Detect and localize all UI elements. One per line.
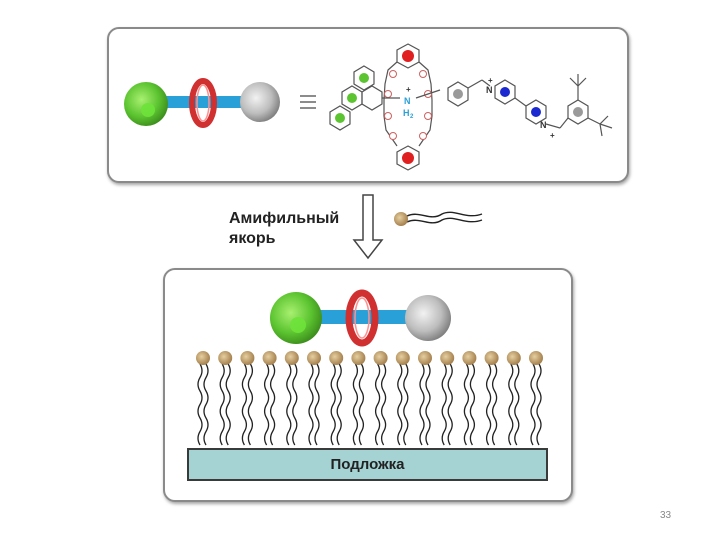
lipid-tail: [441, 363, 447, 446]
lipid-head: [418, 351, 432, 365]
lipid-head: [307, 351, 321, 365]
svg-text:+: +: [406, 85, 411, 94]
lipid-tail: [314, 363, 320, 446]
lipid-molecule: [462, 351, 477, 446]
lipid-head: [395, 351, 410, 365]
lipid-tail: [308, 363, 314, 446]
amphiphilic-anchor-label: Амифильный якорь: [229, 210, 340, 247]
lipid-molecule: [373, 351, 388, 446]
lipid-tail: [336, 363, 342, 446]
lipid-tail: [269, 363, 276, 446]
svg-text:+: +: [550, 131, 555, 140]
lipid-tail: [241, 363, 248, 446]
page-number: 33: [660, 510, 672, 521]
lipid-head: [218, 351, 233, 365]
lipid-tail: [286, 363, 292, 446]
lipid-tail: [491, 363, 498, 446]
lipid-tail: [514, 363, 520, 446]
lipid-tail: [397, 363, 403, 446]
lipid-head: [329, 351, 344, 365]
rotaxane-cartoon: [124, 78, 280, 128]
lipid-molecule: [284, 351, 299, 446]
lipid-molecule: [351, 351, 366, 446]
axle: [300, 310, 435, 324]
lipid-tail: [219, 363, 225, 446]
lipid-tail: [330, 363, 336, 446]
axle: [140, 96, 265, 108]
lipid-molecule: [440, 351, 455, 446]
lipid-head: [351, 351, 366, 365]
macrocycle-ring: [189, 78, 217, 128]
lipid-tail: [380, 363, 387, 446]
lipid-head: [484, 351, 499, 365]
lipid-tail: [485, 363, 492, 446]
lipid-molecule: [418, 351, 432, 446]
equivalence-sign: [300, 95, 316, 109]
lipid-head: [262, 351, 277, 365]
lipid-molecule: [506, 351, 521, 446]
lipid-head: [373, 351, 388, 365]
lipid-tail: [374, 363, 381, 446]
amine-h2-label: H: [403, 108, 410, 118]
lipid-head: [196, 351, 210, 365]
lipid-tail: [469, 363, 476, 446]
lipid-tail: [425, 363, 431, 446]
surface-rotaxane-cartoon: [270, 289, 451, 347]
lipid-molecule: [307, 351, 321, 446]
amine-subscript-label: 2: [410, 114, 414, 120]
lipid-molecule: [196, 351, 210, 446]
lipid-tail: [247, 363, 254, 446]
lipid-molecule: [218, 351, 233, 446]
gray-stopper: [240, 82, 280, 122]
lipid-tail: [536, 363, 542, 446]
pyridinium-n-label-1: N: [486, 85, 493, 95]
lipid-tail: [352, 363, 359, 446]
lipid-molecule: [329, 351, 344, 446]
lipid-head: [440, 351, 455, 365]
lipid-molecule: [484, 351, 499, 446]
lipid-head: [240, 351, 255, 365]
svg-text:+: +: [488, 76, 493, 85]
chemical-labels: N H 2 + N + N +: [403, 76, 555, 140]
macrocycle-ring: [345, 289, 379, 347]
lipid-head: [506, 351, 521, 365]
substrate-layer: Подложка: [187, 448, 548, 481]
lipid-tail: [508, 363, 514, 446]
lipid-tail: [358, 363, 365, 446]
lipid-tail: [530, 363, 536, 446]
lipid-tail: [447, 363, 453, 446]
lipid-tail: [419, 363, 425, 446]
lipid-head: [529, 351, 543, 365]
gray-stopper: [405, 295, 451, 341]
lipid-tail: [197, 363, 203, 446]
lipid-molecule: [529, 351, 543, 446]
lipid-molecule: [262, 351, 277, 446]
amine-n-label: N: [404, 96, 411, 106]
lipid-tail: [203, 363, 209, 446]
lipid-head: [284, 351, 299, 365]
lipid-head: [462, 351, 477, 365]
lipid-tail: [403, 363, 409, 446]
pyridinium-n-label-2: N: [540, 120, 547, 130]
down-arrow: [352, 194, 384, 260]
lipid-molecule: [395, 351, 410, 446]
lipid-tail: [463, 363, 470, 446]
lipid-tail: [292, 363, 298, 446]
lipid-tail: [225, 363, 231, 446]
amphiphilic-anchor-icon: [394, 211, 483, 226]
lipid-molecule: [240, 351, 255, 446]
lipid-monolayer: [196, 351, 543, 446]
lipid-tail: [263, 363, 270, 446]
chemical-structure: [329, 43, 613, 171]
